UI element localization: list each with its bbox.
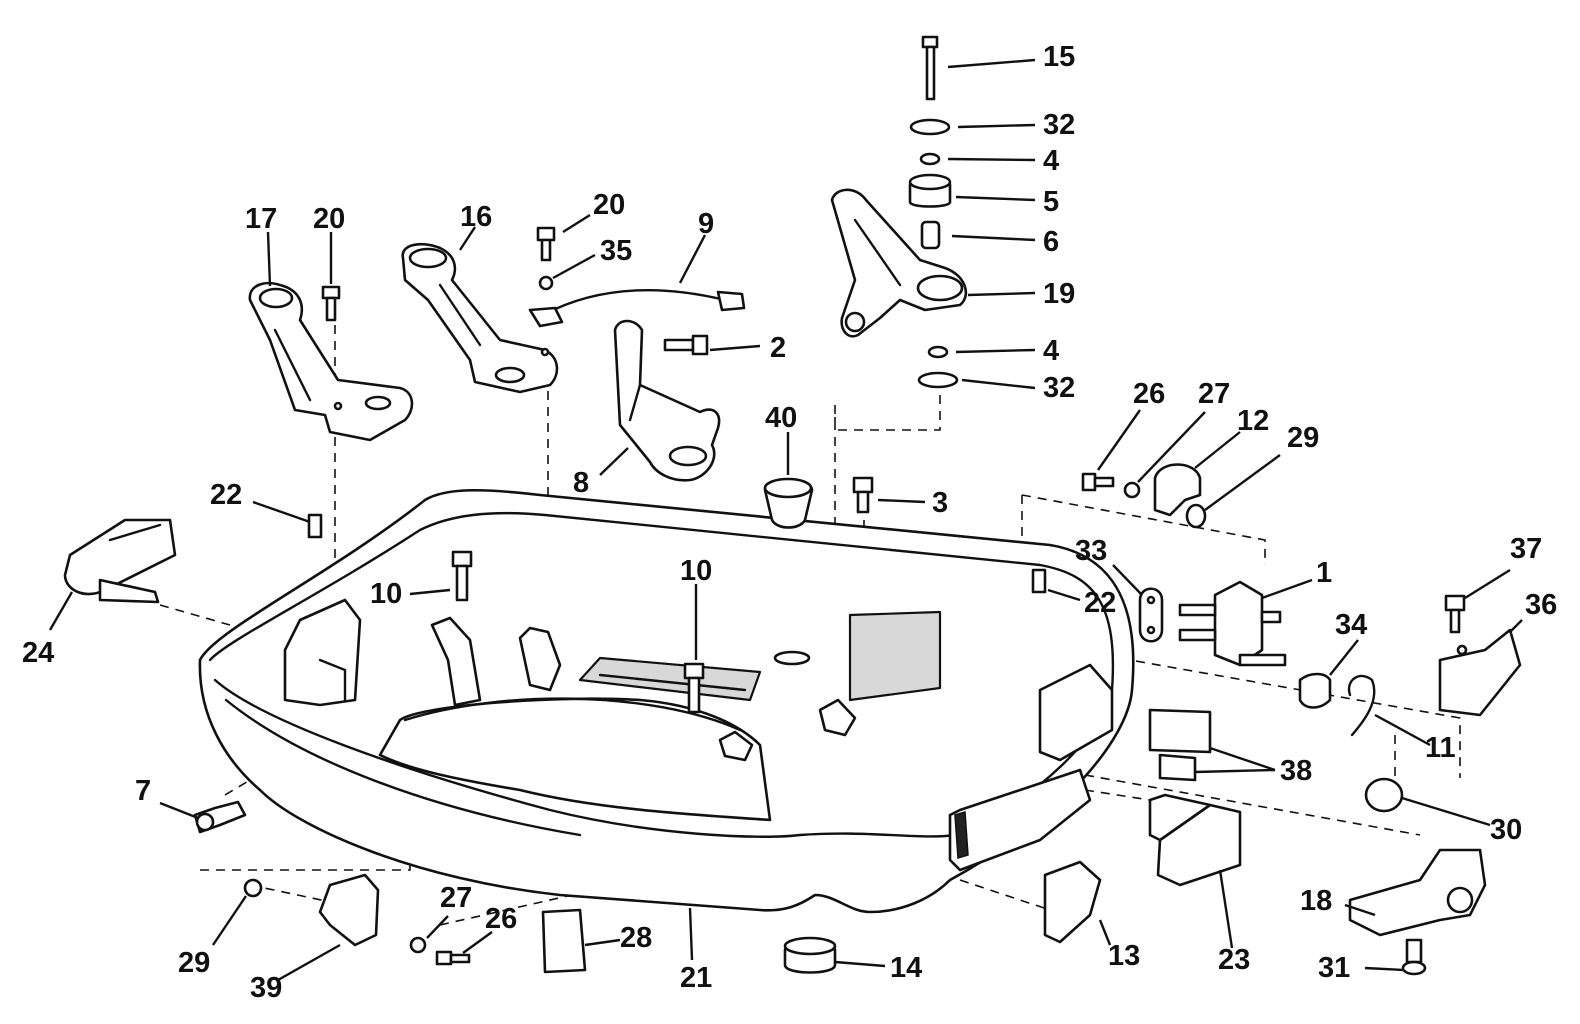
- callout-33: 33: [1075, 535, 1107, 567]
- callout-13: 13: [1108, 940, 1140, 972]
- callout-11: 11: [1425, 732, 1456, 764]
- screw-10-left: [451, 550, 473, 602]
- callout-38: 38: [1280, 755, 1312, 787]
- pad-28: [541, 908, 587, 974]
- callout-4: 4: [1043, 335, 1059, 367]
- lower-cowl-21: [198, 488, 1135, 914]
- callout-21: 21: [680, 962, 712, 994]
- callout-9: 9: [698, 208, 714, 240]
- screw-7: [193, 800, 247, 834]
- connector-1: [1178, 580, 1287, 667]
- strap-9: [528, 289, 746, 328]
- cap-34: [1298, 672, 1332, 709]
- callout-22: 22: [1084, 587, 1116, 619]
- screw-20-b: [321, 285, 341, 322]
- callout-10: 10: [370, 578, 402, 610]
- callout-12: 12: [1237, 405, 1269, 437]
- callout-27: 27: [1198, 378, 1230, 410]
- bracket-17: [248, 281, 414, 442]
- callout-19: 19: [1043, 278, 1075, 310]
- callout-7: 7: [135, 775, 151, 807]
- screw-26-top: [1081, 472, 1115, 492]
- plate-33: [1138, 587, 1164, 643]
- callout-8: 8: [573, 467, 589, 499]
- callout-20: 20: [313, 203, 345, 235]
- clip-12: [1153, 463, 1202, 517]
- bracket-8: [613, 319, 721, 482]
- callout-37: 37: [1510, 533, 1542, 565]
- callout-1: 1: [1316, 557, 1332, 589]
- callout-2: 2: [770, 332, 786, 364]
- sleeve-38: [1148, 708, 1212, 782]
- washer-27-top: [1123, 481, 1141, 499]
- screw-31: [1401, 938, 1427, 976]
- callout-29: 29: [1287, 422, 1319, 454]
- grommet-14: [783, 936, 837, 974]
- sleeve-6: [920, 220, 941, 250]
- callout-32: 32: [1043, 372, 1075, 404]
- callout-6: 6: [1043, 226, 1059, 258]
- leader-lines: [48, 58, 1523, 982]
- washer-29-top: [1185, 503, 1207, 529]
- callout-15: 15: [1043, 41, 1075, 73]
- callout-5: 5: [1043, 186, 1059, 218]
- callout-22: 22: [210, 479, 242, 511]
- bracket-18: [1348, 848, 1487, 937]
- screw-26-bottom: [435, 950, 471, 966]
- callout-32: 32: [1043, 109, 1075, 141]
- washer-27-bottom: [409, 936, 427, 954]
- bracket-19: [830, 188, 968, 338]
- handle-24: [63, 518, 177, 604]
- washer-29-bottom: [243, 878, 263, 898]
- callout-40: 40: [765, 402, 797, 434]
- screw-3: [852, 476, 874, 514]
- callout-16: 16: [460, 201, 492, 233]
- callout-20: 20: [593, 189, 625, 221]
- bracket-16: [401, 242, 559, 394]
- washer-35: [538, 275, 554, 291]
- washer-32-top: [909, 118, 951, 136]
- screw-20-a: [536, 226, 556, 262]
- grommet-40: [763, 477, 814, 529]
- plug-30: [1364, 777, 1404, 813]
- bolt-15: [921, 35, 939, 101]
- callout-35: 35: [600, 235, 632, 267]
- callout-4: 4: [1043, 145, 1059, 177]
- callout-23: 23: [1218, 944, 1250, 976]
- callout-31: 31: [1318, 952, 1350, 984]
- callout-29: 29: [178, 947, 210, 979]
- pad-23: [1148, 793, 1242, 887]
- grommet-5: [908, 173, 952, 208]
- screw-37: [1444, 594, 1466, 634]
- washer-32-bottom: [917, 371, 959, 389]
- callout-28: 28: [620, 922, 652, 954]
- callout-17: 17: [245, 203, 277, 235]
- screw-10-center: [683, 662, 705, 714]
- clamp-11: [1347, 674, 1376, 737]
- callout-24: 24: [22, 637, 54, 669]
- pin-22-right: [1031, 568, 1047, 594]
- bolt-2: [663, 334, 709, 356]
- pin-22-left: [307, 513, 323, 539]
- callout-36: 36: [1525, 589, 1557, 621]
- callout-labels: 15 32 4 5 6 19 4 32 2 9 20 35 16 17 20 8…: [22, 41, 1557, 1004]
- callout-10: 10: [680, 555, 712, 587]
- nut-4-top: [919, 152, 941, 166]
- callout-26: 26: [485, 903, 517, 935]
- bracket-39: [318, 873, 380, 947]
- callout-14: 14: [890, 952, 922, 984]
- callout-27: 27: [440, 882, 472, 914]
- callout-26: 26: [1133, 378, 1165, 410]
- callout-18: 18: [1300, 885, 1332, 917]
- bracket-36: [1438, 628, 1522, 717]
- bracket-13: [1043, 860, 1102, 944]
- callout-30: 30: [1490, 814, 1522, 846]
- nut-4-bottom: [927, 345, 949, 359]
- callout-3: 3: [932, 487, 948, 519]
- callout-34: 34: [1335, 609, 1367, 641]
- callout-39: 39: [250, 972, 282, 1004]
